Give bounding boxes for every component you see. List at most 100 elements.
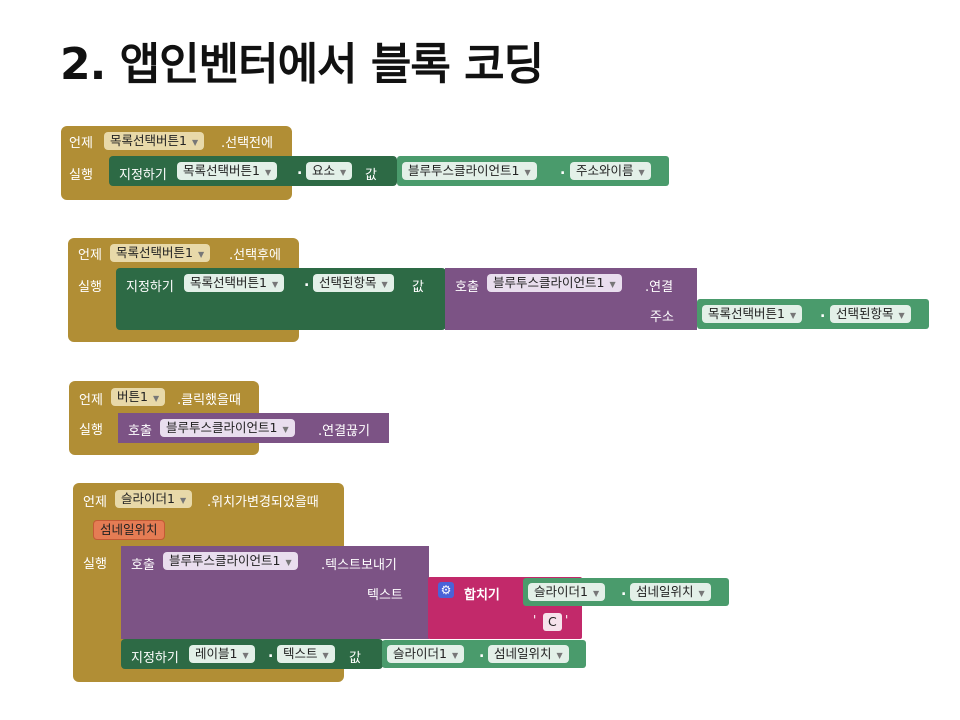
dot-separator: . (268, 645, 274, 661)
call-component-dropdown[interactable]: 블루투스클라이언트1 ▼ (160, 419, 295, 437)
set-component-dropdown[interactable]: 목록선택버튼1 ▼ (184, 274, 285, 292)
set-block[interactable]: 지정하기 목록선택버튼1 ▼ . 선택된항목▼ 값 (116, 268, 446, 330)
call-label: 호출 (131, 558, 155, 573)
method-name: .연결 (645, 280, 674, 295)
component-dropdown[interactable]: 버튼1 ▼ (111, 388, 166, 406)
call-component-dropdown[interactable]: 블루투스클라이언트1 ▼ (487, 274, 622, 292)
dot-separator: . (479, 645, 485, 661)
set-property-dropdown[interactable]: 텍스트▼ (277, 645, 335, 663)
source-property-dropdown[interactable]: 주소와이름 ▼ (570, 162, 651, 180)
event-name: .클릭했을때 (177, 393, 241, 408)
do-label: 실행 (69, 168, 93, 183)
dropdown-text: 섬네일위치 (494, 646, 552, 661)
chevron-down-icon: ▼ (264, 168, 272, 177)
value-label: 값 (412, 280, 424, 295)
chevron-down-icon: ▼ (789, 311, 797, 320)
dropdown-text: 요소 (312, 163, 336, 178)
dot-separator: . (560, 162, 566, 178)
source-component-dropdown[interactable]: 블루투스클라이언트1▼ (402, 162, 537, 180)
dropdown-text: 슬라이더1 (393, 646, 447, 661)
chevron-down-icon: ▼ (381, 280, 388, 289)
component-getter-block[interactable]: 블루투스클라이언트1▼ . 주소와이름 ▼ (397, 156, 669, 186)
dropdown-text: 블루투스클라이언트1 (169, 553, 281, 568)
component-getter-block[interactable]: 슬라이더1 ▼ . 섬네일위치 ▼ (382, 640, 586, 668)
event-name: .선택후에 (229, 248, 281, 263)
do-label: 실행 (78, 280, 102, 295)
argument-label: 주소 (650, 310, 674, 325)
set-component-dropdown[interactable]: 목록선택버튼1 ▼ (177, 162, 278, 180)
text-value[interactable]: C (543, 613, 562, 631)
chevron-down-icon: ▼ (898, 311, 905, 320)
source-property-dropdown[interactable]: 섬네일위치 ▼ (488, 645, 569, 663)
chevron-down-icon: ▼ (179, 496, 187, 505)
chevron-down-icon: ▼ (638, 168, 645, 177)
value-label: 값 (365, 168, 377, 183)
dropdown-text: 목록선택버튼1 (110, 133, 187, 148)
dropdown-text: 버튼1 (117, 389, 148, 404)
dot-separator: . (820, 305, 826, 321)
chevron-down-icon: ▼ (698, 589, 705, 598)
source-component-dropdown[interactable]: 슬라이더1 ▼ (387, 645, 465, 663)
chevron-down-icon: ▼ (592, 589, 600, 598)
set-property-dropdown[interactable]: 요소 ▼ (306, 162, 353, 180)
argument-component-dropdown[interactable]: 목록선택버튼1 ▼ (702, 305, 803, 323)
call-component-dropdown[interactable]: 블루투스클라이언트1 ▼ (163, 552, 298, 570)
event-name: .선택전에 (221, 136, 273, 151)
component-dropdown[interactable]: 슬라이더1 ▼ (115, 490, 193, 508)
method-name: .연결끊기 (318, 424, 370, 439)
dropdown-text: 목록선택버튼1 (183, 163, 260, 178)
dot-separator: . (304, 274, 310, 290)
gear-icon[interactable]: ⚙ (438, 582, 454, 598)
join-component-dropdown[interactable]: 슬라이더1▼ (528, 583, 606, 601)
dropdown-text: 슬라이더1 (121, 491, 175, 506)
call-send-text-block[interactable]: 호출 블루투스클라이언트1▼ .텍스트보내기 텍스트 (121, 546, 429, 639)
event-parameter[interactable]: 섬네일위치 (93, 520, 165, 540)
chevron-down-icon: ▼ (282, 425, 289, 434)
when-label: 언제 (69, 136, 93, 151)
call-label: 호출 (455, 280, 479, 295)
dot-separator: . (621, 583, 627, 599)
set-block[interactable]: 지정하기 목록선택버튼1 ▼ . 요소 ▼ 값 (109, 156, 397, 186)
dropdown-text: 선택된항목 (836, 306, 894, 321)
chevron-down-icon: ▼ (340, 168, 347, 177)
argument-property-dropdown[interactable]: 선택된항목 ▼ (830, 305, 911, 323)
call-connect-block[interactable]: 호출 블루투스클라이언트1 ▼ .연결 주소 (445, 268, 697, 330)
when-label: 언제 (78, 248, 102, 263)
event-name: .위치가변경되었을때 (207, 495, 319, 510)
dropdown-text: 목록선택버튼1 (708, 306, 785, 321)
chevron-down-icon: ▼ (451, 651, 459, 660)
argument-label: 텍스트 (367, 588, 403, 603)
set-label: 지정하기 (126, 280, 174, 295)
chevron-down-icon: ▼ (271, 280, 279, 289)
dropdown-text: 목록선택버튼1 (190, 275, 267, 290)
quote-close: ' (565, 613, 569, 627)
call-disconnect-block[interactable]: 호출 블루투스클라이언트1 ▼ .연결끊기 (118, 413, 389, 443)
dropdown-text: 주소와이름 (576, 163, 634, 178)
do-label: 실행 (83, 557, 107, 572)
join-property-dropdown[interactable]: 섬네일위치 ▼ (630, 583, 711, 601)
component-dropdown[interactable]: 목록선택버튼1▼ (110, 244, 211, 262)
call-label: 호출 (128, 424, 152, 439)
component-getter-block[interactable]: 슬라이더1▼ . 섬네일위치 ▼ (523, 578, 729, 606)
set-block[interactable]: 지정하기 레이블1▼ . 텍스트▼ 값 (121, 639, 383, 669)
chevron-down-icon: ▼ (242, 651, 249, 660)
dropdown-text: 블루투스클라이언트1 (493, 275, 605, 290)
chevron-down-icon: ▼ (556, 651, 563, 660)
value-label: 값 (349, 651, 361, 666)
set-component-dropdown[interactable]: 레이블1 ▼ (189, 645, 255, 663)
dropdown-text: 블루투스클라이언트1 (166, 420, 278, 435)
chevron-down-icon: ▼ (609, 280, 616, 289)
page-title: 2. 앱인벤터에서 블록 코딩 (60, 39, 544, 90)
set-label: 지정하기 (119, 168, 167, 183)
dropdown-text: 텍스트 (283, 646, 318, 661)
set-property-dropdown[interactable]: 선택된항목▼ (313, 274, 394, 292)
component-getter-block[interactable]: 목록선택버튼1 ▼ . 선택된항목 ▼ (697, 299, 929, 329)
chevron-down-icon: ▼ (152, 394, 160, 403)
chevron-down-icon: ▼ (285, 558, 292, 567)
text-string-block[interactable]: ' C ' (523, 609, 581, 635)
component-dropdown[interactable]: 목록선택버튼1▼ (104, 132, 205, 150)
dropdown-text: 레이블1 (195, 646, 238, 661)
dropdown-text: 섬네일위치 (636, 584, 694, 599)
dot-separator: . (297, 162, 303, 178)
chevron-down-icon: ▼ (197, 250, 205, 259)
